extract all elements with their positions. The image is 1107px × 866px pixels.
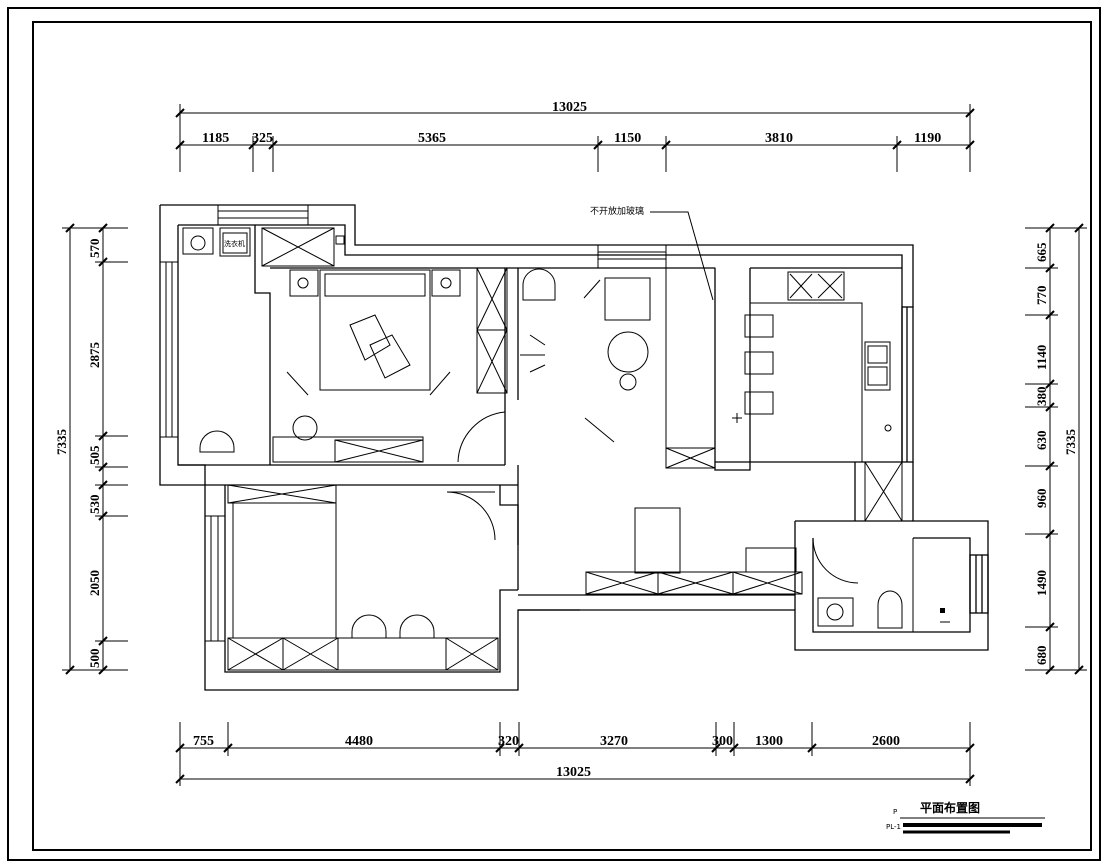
right-dim-1: 665 [1034, 242, 1049, 262]
right-dimension-chain [1025, 223, 1087, 675]
left-dim-2: 2875 [87, 342, 102, 369]
right-dim-5: 630 [1034, 431, 1049, 451]
floor-drain-marker [940, 608, 945, 613]
bottom-dim-5: 300 [712, 734, 733, 749]
left-dim-3: 505 [87, 445, 102, 465]
left-dim-5: 2050 [87, 570, 102, 596]
bottom-dim-3: 320 [498, 734, 519, 749]
left-total-dimension: 7335 [54, 429, 69, 456]
bottom-total-dimension: 13025 [556, 765, 591, 780]
left-dimension-chain [62, 223, 128, 675]
top-dim-1: 1185 [202, 131, 229, 146]
bottom-dim-6: 1300 [755, 734, 783, 749]
top-dim-4: 1150 [614, 131, 641, 146]
washer-label: 洗衣机 [224, 239, 245, 248]
top-dim-5: 3810 [765, 131, 793, 146]
top-total-dimension: 13025 [552, 100, 587, 115]
glass-note-leader [650, 211, 714, 301]
bottom-dim-7: 2600 [872, 734, 900, 749]
top-dimension-chain [175, 104, 975, 172]
furniture [182, 227, 950, 671]
windows [159, 204, 903, 642]
right-dim-4: 380 [1034, 387, 1049, 407]
bottom-dim-2: 4480 [345, 734, 373, 749]
bottom-dim-1: 755 [193, 734, 214, 749]
glass-note: 不开放加玻璃 [590, 205, 644, 217]
drawing-code-prefix: P [893, 808, 897, 816]
right-total-dimension: 7335 [1063, 429, 1078, 456]
left-dim-4: 530 [87, 495, 102, 515]
right-dim-3: 1140 [1034, 345, 1049, 370]
drawing-code: PL-1 [886, 823, 901, 831]
drawing-title: 平面布置图 [920, 800, 980, 815]
top-dim-2: 325 [252, 131, 273, 146]
top-dim-6: 1190 [914, 131, 941, 146]
right-dim-7: 1490 [1034, 570, 1049, 596]
left-dim-6: 500 [87, 649, 102, 669]
inner-frame [32, 21, 1092, 851]
right-dim-8: 680 [1034, 646, 1049, 666]
right-dim-6: 960 [1034, 489, 1049, 509]
outer-frame [7, 7, 1101, 861]
title-block [900, 817, 1045, 834]
bottom-dimension-chain [175, 722, 975, 786]
right-dim-2: 770 [1034, 286, 1049, 306]
walls [159, 204, 989, 691]
top-dim-3: 5365 [418, 131, 446, 146]
bottom-dim-4: 3270 [600, 734, 628, 749]
left-dim-1: 570 [87, 239, 102, 259]
